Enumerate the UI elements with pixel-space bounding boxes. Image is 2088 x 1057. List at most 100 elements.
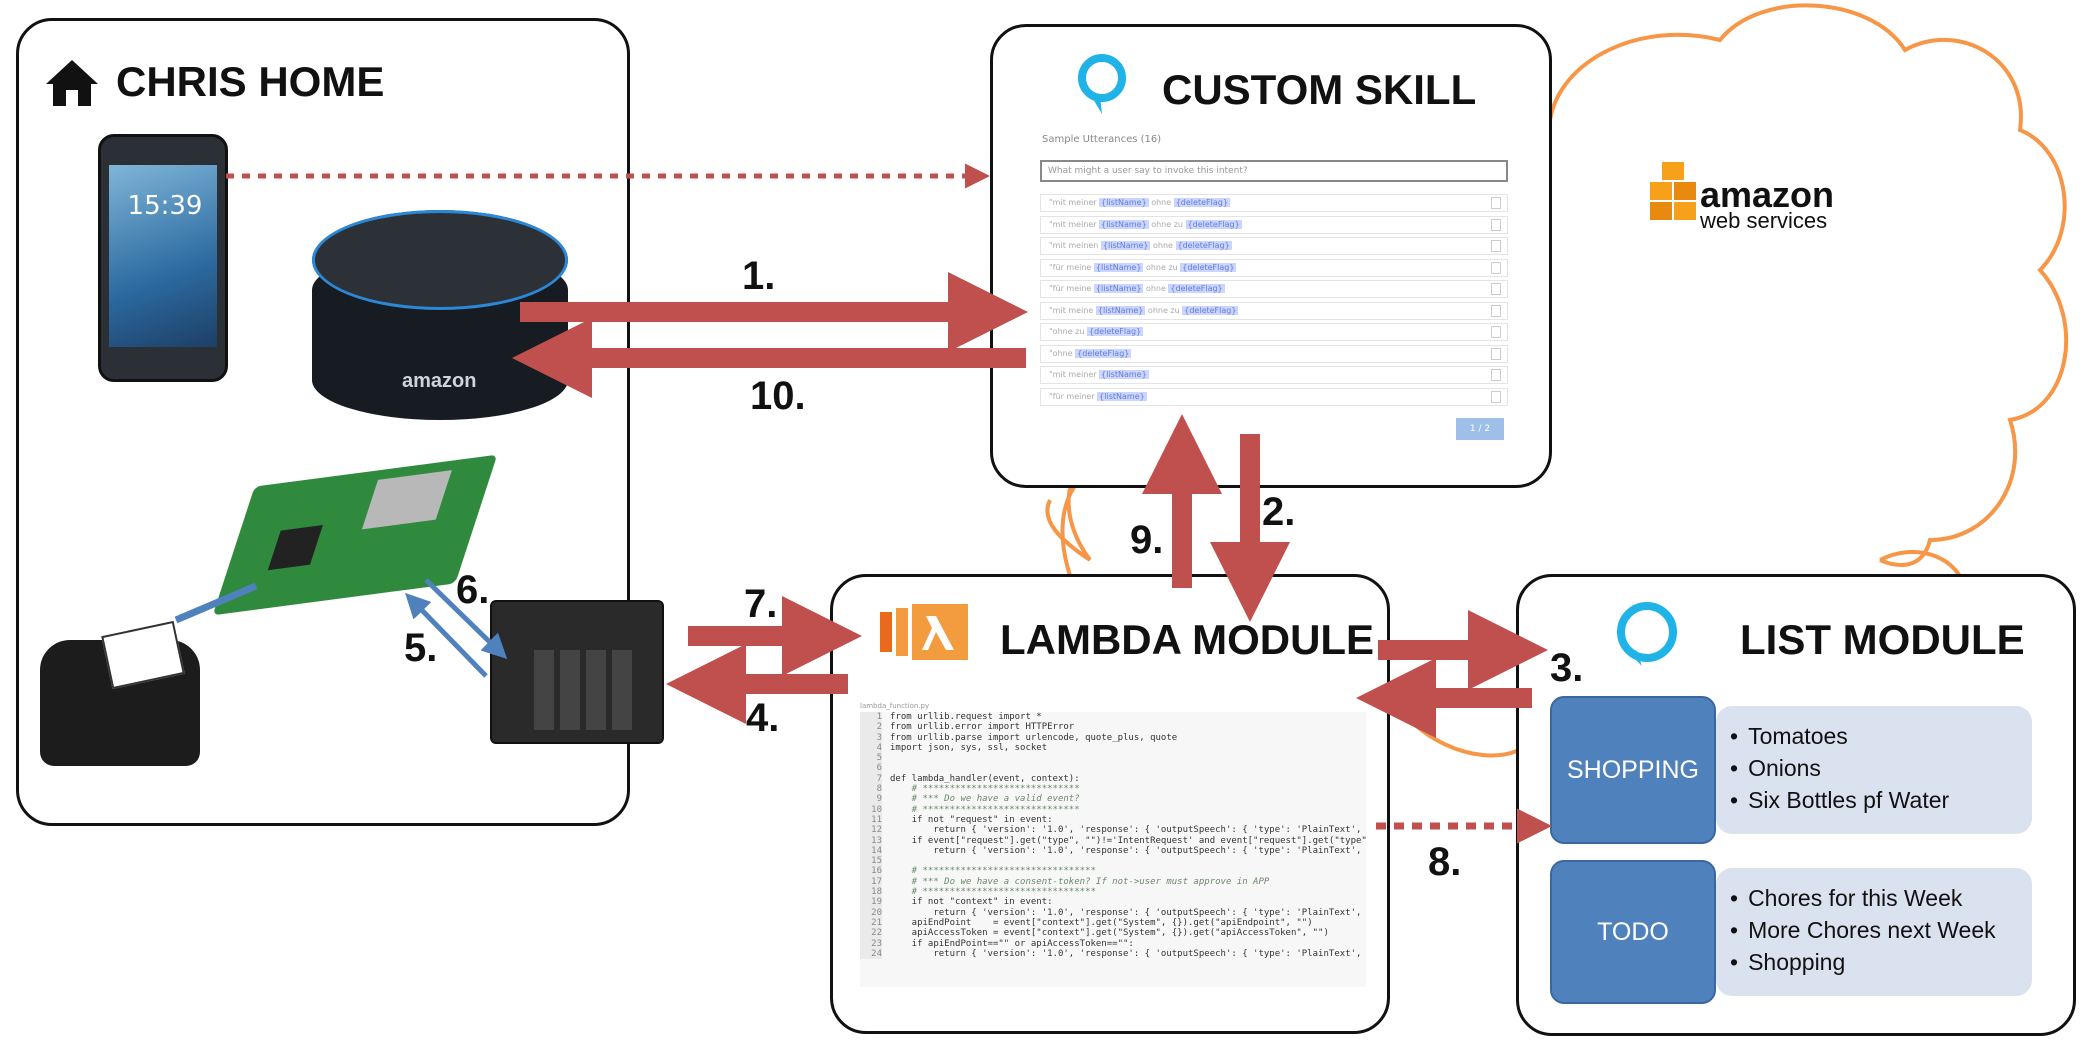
utterance-slot: {listName}: [1099, 198, 1149, 207]
code-line: 9 # *** Do we have a valid event?: [860, 794, 1366, 805]
utterance-row[interactable]: "mit meine {listName} ohne zu {deleteFla…: [1040, 301, 1508, 320]
code-text: return { 'version': '1.0', 'response': {…: [890, 845, 1366, 856]
utterance-slot: {deleteFlag}: [1168, 284, 1225, 293]
trash-icon[interactable]: [1491, 283, 1501, 295]
utterance-slot: {deleteFlag}: [1075, 348, 1132, 358]
utterance-text: "mit meinen: [1049, 241, 1101, 250]
trash-icon[interactable]: [1491, 390, 1501, 403]
utterance-row[interactable]: "mit meiner {listName}: [1040, 366, 1508, 384]
code-line: 18 # ********************************: [860, 887, 1366, 898]
line-number: 16: [860, 866, 882, 877]
arrow-step-5: [405, 592, 488, 678]
utterance-text: ohne: [1148, 198, 1174, 207]
thermal-printer: [40, 610, 210, 770]
todo-list-items: Chores for this Week More Chores next We…: [1716, 868, 2032, 996]
home-title: CHRIS HOME: [116, 58, 385, 105]
code-filename: lambda_function.py: [860, 702, 930, 710]
list-item: Tomatoes: [1716, 720, 2032, 752]
code-text: from urllib.request import *: [890, 712, 1042, 722]
line-number: 20: [860, 907, 882, 918]
todo-list-label[interactable]: TODO: [1550, 860, 1716, 1004]
utterance-text: "ohne zu: [1049, 327, 1087, 336]
utterance-text: ohne: [1143, 284, 1169, 293]
list-item: Shopping: [1716, 946, 2032, 978]
line-number: 6: [860, 763, 882, 774]
trash-icon[interactable]: [1491, 240, 1501, 252]
alexa-ring-icon: [1617, 602, 1677, 666]
shopping-list-items: Tomatoes Onions Six Bottles pf Water: [1716, 706, 2032, 834]
skill-title: CUSTOM SKILL: [1162, 66, 1477, 113]
utterance-row[interactable]: "für meine {listName} ohne {deleteFlag}: [1040, 280, 1508, 298]
utterance-row[interactable]: "für meine {listName} ohne zu {deleteFla…: [1040, 258, 1508, 277]
code-text: if apiEndPoint=="" or apiAccessToken==""…: [890, 938, 1134, 949]
utterance-row[interactable]: "mit meinen {listName} ohne {deleteFlag}: [1040, 237, 1508, 255]
utterance-row[interactable]: "ohne zu {deleteFlag}: [1040, 323, 1508, 341]
utterance-input[interactable]: What might a user say to invoke this int…: [1040, 160, 1508, 182]
utterance-row[interactable]: "für meiner {listName}: [1040, 387, 1508, 406]
utterance-text: "für meiner: [1049, 391, 1098, 401]
code-line: 1 from urllib.request import *: [860, 712, 1366, 723]
step-label-9: 9.: [1130, 518, 1164, 562]
utterance-text: "für meine: [1049, 262, 1094, 272]
list-item: Chores for this Week: [1716, 882, 2032, 914]
trash-icon[interactable]: [1491, 261, 1501, 274]
list-item: Onions: [1716, 752, 2032, 784]
link-printer-pi: [174, 582, 258, 624]
line-number: 7: [860, 773, 882, 785]
code-line: 15: [860, 856, 1366, 867]
utterance-slot: {listName}: [1100, 241, 1151, 250]
code-text: # ********************************: [890, 866, 1096, 877]
shopping-list-label[interactable]: SHOPPING: [1550, 696, 1716, 844]
trash-icon[interactable]: [1491, 197, 1501, 209]
sample-utterances-mock: Sample Utterances (16) What might a user…: [1036, 128, 1514, 448]
code-line: 20 return { 'version': '1.0', 'response'…: [860, 907, 1366, 918]
nas-server: [490, 600, 664, 744]
utterance-slot: {listName}: [1099, 370, 1149, 379]
list-item: More Chores next Week: [1716, 914, 2032, 946]
code-line: 8 # *****************************: [860, 784, 1366, 795]
line-number: 14: [860, 845, 882, 857]
phone-clock: 15:39: [127, 191, 203, 221]
utterance-slot: {listName}: [1099, 219, 1149, 229]
line-number: 12: [860, 825, 882, 836]
code-line: 16 # ********************************: [860, 866, 1366, 877]
utterance-slot: {listName}: [1093, 262, 1144, 272]
line-number: 11: [860, 814, 882, 826]
code-text: def lambda_handler(event, context):: [890, 773, 1080, 784]
code-line: 5: [860, 753, 1366, 764]
line-number: 1: [860, 712, 882, 723]
code-text: return { 'version': '1.0', 'response': {…: [890, 907, 1366, 918]
utterance-row[interactable]: "mit meiner {listName} ohne {deleteFlag}: [1040, 194, 1508, 212]
utterance-slot: {deleteFlag}: [1182, 305, 1239, 315]
trash-icon[interactable]: [1491, 369, 1501, 381]
step-label-8: 8.: [1428, 840, 1462, 884]
trash-icon[interactable]: [1491, 218, 1501, 231]
utterances-pager[interactable]: 1 / 2: [1456, 418, 1504, 440]
utterance-text: ohne: [1150, 241, 1176, 250]
utterance-row[interactable]: "ohne {deleteFlag}: [1040, 344, 1508, 363]
code-line: 23 if apiEndPoint=="" or apiAccessToken=…: [860, 938, 1366, 949]
code-text: if event["request"].get("type", "")!='In…: [890, 835, 1366, 846]
trash-icon[interactable]: [1491, 326, 1501, 338]
code-line: 19 if not "context" in event:: [860, 897, 1366, 908]
line-number: 23: [860, 938, 882, 949]
utterance-text: "mit meiner: [1049, 198, 1100, 207]
code-text: if not "context" in event:: [890, 897, 1053, 908]
code-text: from urllib.parse import urlencode, quot…: [890, 732, 1178, 743]
skill-panel: [990, 24, 1552, 488]
line-number: 24: [860, 948, 882, 960]
echo-brand: amazon: [402, 370, 477, 392]
alexa-bubble-icon: [1078, 54, 1126, 114]
step-label-3: 3.: [1550, 646, 1584, 690]
code-line: 14 return { 'version': '1.0', 'response'…: [860, 845, 1366, 857]
line-number: 22: [860, 928, 882, 939]
trash-icon[interactable]: [1491, 347, 1501, 360]
arrow-step-6: [424, 578, 508, 659]
list-item: Six Bottles pf Water: [1716, 784, 2032, 816]
trash-icon[interactable]: [1491, 304, 1501, 317]
utterance-row[interactable]: "mit meiner {listName} ohne zu {deleteFl…: [1040, 215, 1508, 234]
line-number: 17: [860, 876, 882, 888]
